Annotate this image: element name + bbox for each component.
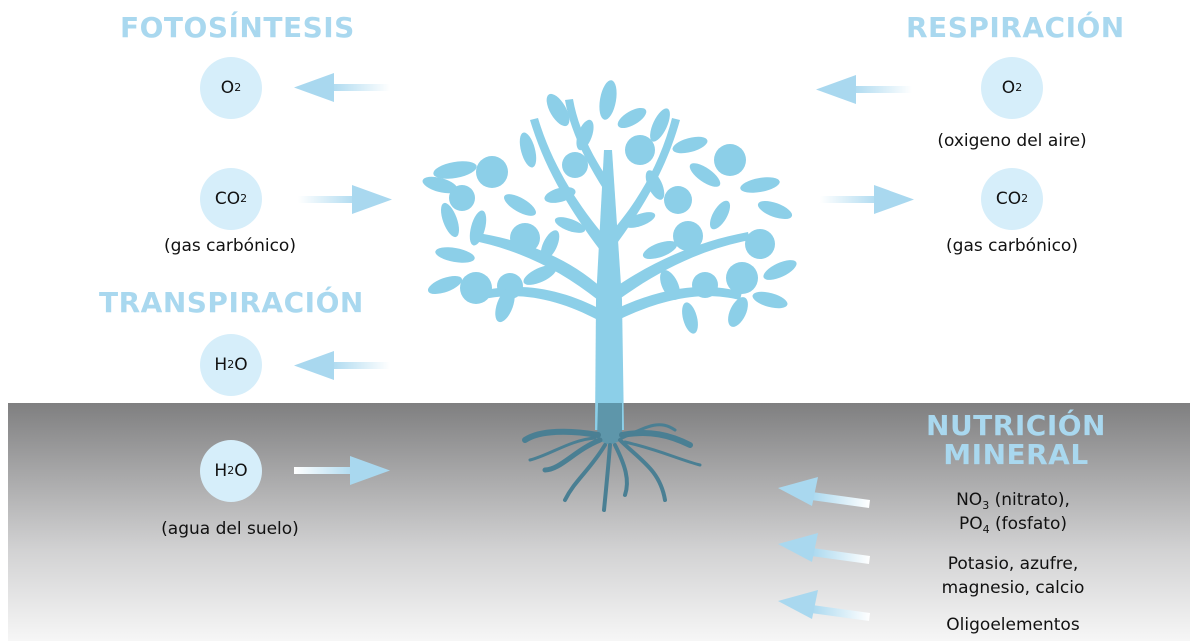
arrow-o2-photosynthesis: [294, 73, 390, 102]
mineral-magnesio-line: magnesio, calcio: [941, 578, 1085, 598]
roots-icon: [522, 403, 702, 512]
arrow-h2o-transpiration: [294, 351, 390, 380]
label-agua-suelo: (agua del suelo): [161, 519, 299, 539]
mineral-no3-line: NO3 (nitrato),: [913, 488, 1113, 512]
arrow-co2-respiration: [820, 185, 914, 214]
heading-nutricion-line2: MINERAL: [943, 438, 1089, 472]
arrow-mineral-3: [778, 590, 870, 621]
po4-base: PO: [958, 514, 983, 534]
h2o-post: O: [234, 461, 248, 481]
tree-icon: [422, 80, 797, 430]
po4-sub: 4: [982, 523, 990, 536]
no3-base: NO: [956, 490, 983, 510]
label-gas-carbonico-left: (gas carbónico): [164, 236, 296, 256]
h2o-post: O: [234, 355, 248, 375]
label-gas-carbonico-right: (gas carbónico): [946, 236, 1078, 256]
mineral-oligoelementos: Oligoelementos: [946, 615, 1080, 635]
label-oxigeno-aire: (oxigeno del aire): [937, 131, 1087, 151]
heading-respiracion: RESPIRACIÓN: [906, 11, 1125, 44]
mineral-po4-line: PO4 (fosfato): [913, 512, 1113, 536]
mineral-potassium-group: Potasio, azufre, magnesio, calcio: [913, 552, 1113, 600]
no3-name: (nitrato),: [989, 490, 1070, 510]
h2o-pre: H: [214, 355, 228, 375]
co2-base: CO: [995, 189, 1022, 209]
po4-name: (fosfato): [989, 514, 1068, 534]
mineral-potasio-line: Potasio, azufre,: [947, 554, 1079, 574]
arrow-o2-respiration: [816, 75, 912, 104]
arrow-mineral-1: [778, 477, 870, 508]
heading-nutricion-mineral: NUTRICIÓN MINERAL: [918, 411, 1114, 470]
arrow-h2o-soil: [294, 456, 390, 485]
arrow-mineral-2: [778, 533, 870, 564]
o2-base: O: [1001, 78, 1016, 98]
heading-nutricion-line1: NUTRICIÓN: [926, 409, 1106, 442]
h2o-pre: H: [214, 461, 228, 481]
arrow-co2-photosynthesis: [298, 185, 392, 214]
heading-fotosintesis: FOTOSÍNTESIS: [120, 11, 355, 44]
mineral-nitrate-phosphate: NO3 (nitrato), PO4 (fosfato): [913, 488, 1113, 536]
heading-transpiracion: TRANSPIRACIÓN: [99, 286, 364, 319]
no3-sub: 3: [982, 499, 990, 512]
co2-base: CO: [214, 189, 241, 209]
o2-base: O: [220, 78, 235, 98]
